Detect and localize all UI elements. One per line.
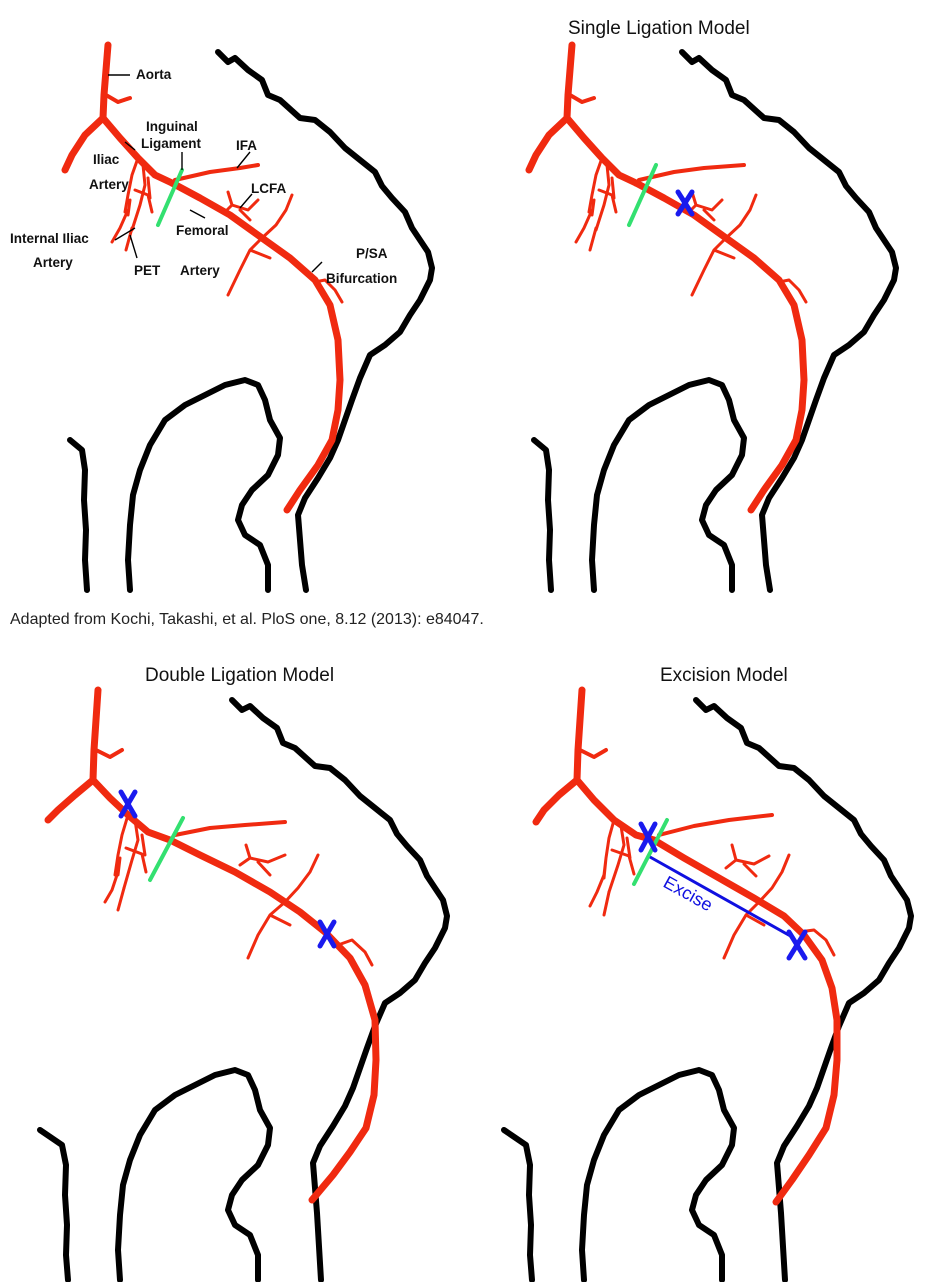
branch-1 [262, 195, 292, 238]
ifa-branch [659, 815, 772, 835]
aorta [567, 45, 572, 118]
aorta [93, 690, 98, 780]
left-iliac [529, 118, 567, 170]
label-aorta: Aorta [136, 67, 172, 82]
outer-hip-outline [696, 700, 911, 1280]
left-iliac [48, 780, 93, 820]
branch-1 [285, 855, 318, 902]
label-inguinal-1: Inguinal [146, 119, 198, 134]
inner-leg-outline [40, 1130, 68, 1280]
inguinal-ligament [150, 818, 183, 880]
lcfa-branch [240, 845, 285, 875]
inner-leg-outline [534, 440, 551, 590]
excision-x-mark-icon-distal [789, 932, 805, 958]
single-ligation-panel [464, 0, 928, 600]
branch-1 [726, 195, 756, 238]
leader-lines [108, 75, 322, 272]
thigh-outline [118, 1070, 270, 1280]
aorta-branch [106, 95, 130, 102]
femoral-artery [170, 840, 376, 1200]
ifa-branch [175, 165, 258, 180]
label-lcfa: LCFA [251, 181, 286, 196]
aorta-branch [570, 95, 594, 102]
label-inguinal-2: Ligament [141, 136, 202, 151]
label-femoral-1: Femoral [176, 223, 229, 238]
internal-iliac-branches [105, 872, 124, 910]
single-ligation-diagram [464, 0, 928, 600]
label-iliac-1: Iliac [93, 152, 120, 167]
label-femoral-2: Artery [180, 263, 220, 278]
left-iliac [536, 780, 577, 822]
body-outline [70, 52, 432, 590]
double-ligation-diagram [0, 640, 464, 1282]
inner-leg-outline [70, 440, 87, 590]
inner-leg-outline [504, 1130, 532, 1280]
outer-hip-outline [682, 52, 896, 590]
thigh-outline [128, 380, 280, 590]
label-iliac-2: Artery [89, 177, 129, 192]
excise-line [650, 857, 794, 938]
thigh-outline [592, 380, 744, 590]
label-pet: PET [134, 263, 161, 278]
anatomy-diagram: Aorta Inguinal Ligament IFA Iliac Artery… [0, 0, 464, 600]
branch-2 [248, 902, 290, 958]
branch-1 [759, 855, 789, 902]
branch-2 [692, 238, 734, 295]
double-ligation-panel [0, 640, 464, 1282]
label-psa-1: P/SA [356, 246, 388, 261]
outer-hip-outline [218, 52, 432, 590]
ifa-branch [175, 822, 285, 835]
label-internal-iliac-2: Artery [33, 255, 73, 270]
lcfa-branch [726, 845, 769, 876]
aorta [103, 45, 108, 118]
citation: Adapted from Kochi, Takashi, et al. PloS… [10, 611, 484, 629]
outer-hip-outline [232, 700, 447, 1280]
label-ifa: IFA [236, 138, 257, 153]
thigh-outline [582, 1070, 734, 1280]
aorta-branch [580, 750, 606, 757]
body-outline [534, 52, 896, 590]
excision-panel: Excise [464, 640, 928, 1282]
internal-iliac-branches [590, 875, 609, 915]
aorta [577, 690, 582, 780]
aorta-branch [96, 750, 122, 757]
iliac-artery [567, 118, 636, 183]
label-internal-iliac-1: Internal Iliac [10, 231, 89, 246]
label-psa-2: Bifurcation [326, 271, 397, 286]
femoral-artery [636, 183, 804, 510]
excision-diagram: Excise [464, 640, 928, 1282]
branch-2 [228, 238, 270, 295]
anatomy-panel: Aorta Inguinal Ligament IFA Iliac Artery… [0, 0, 464, 600]
